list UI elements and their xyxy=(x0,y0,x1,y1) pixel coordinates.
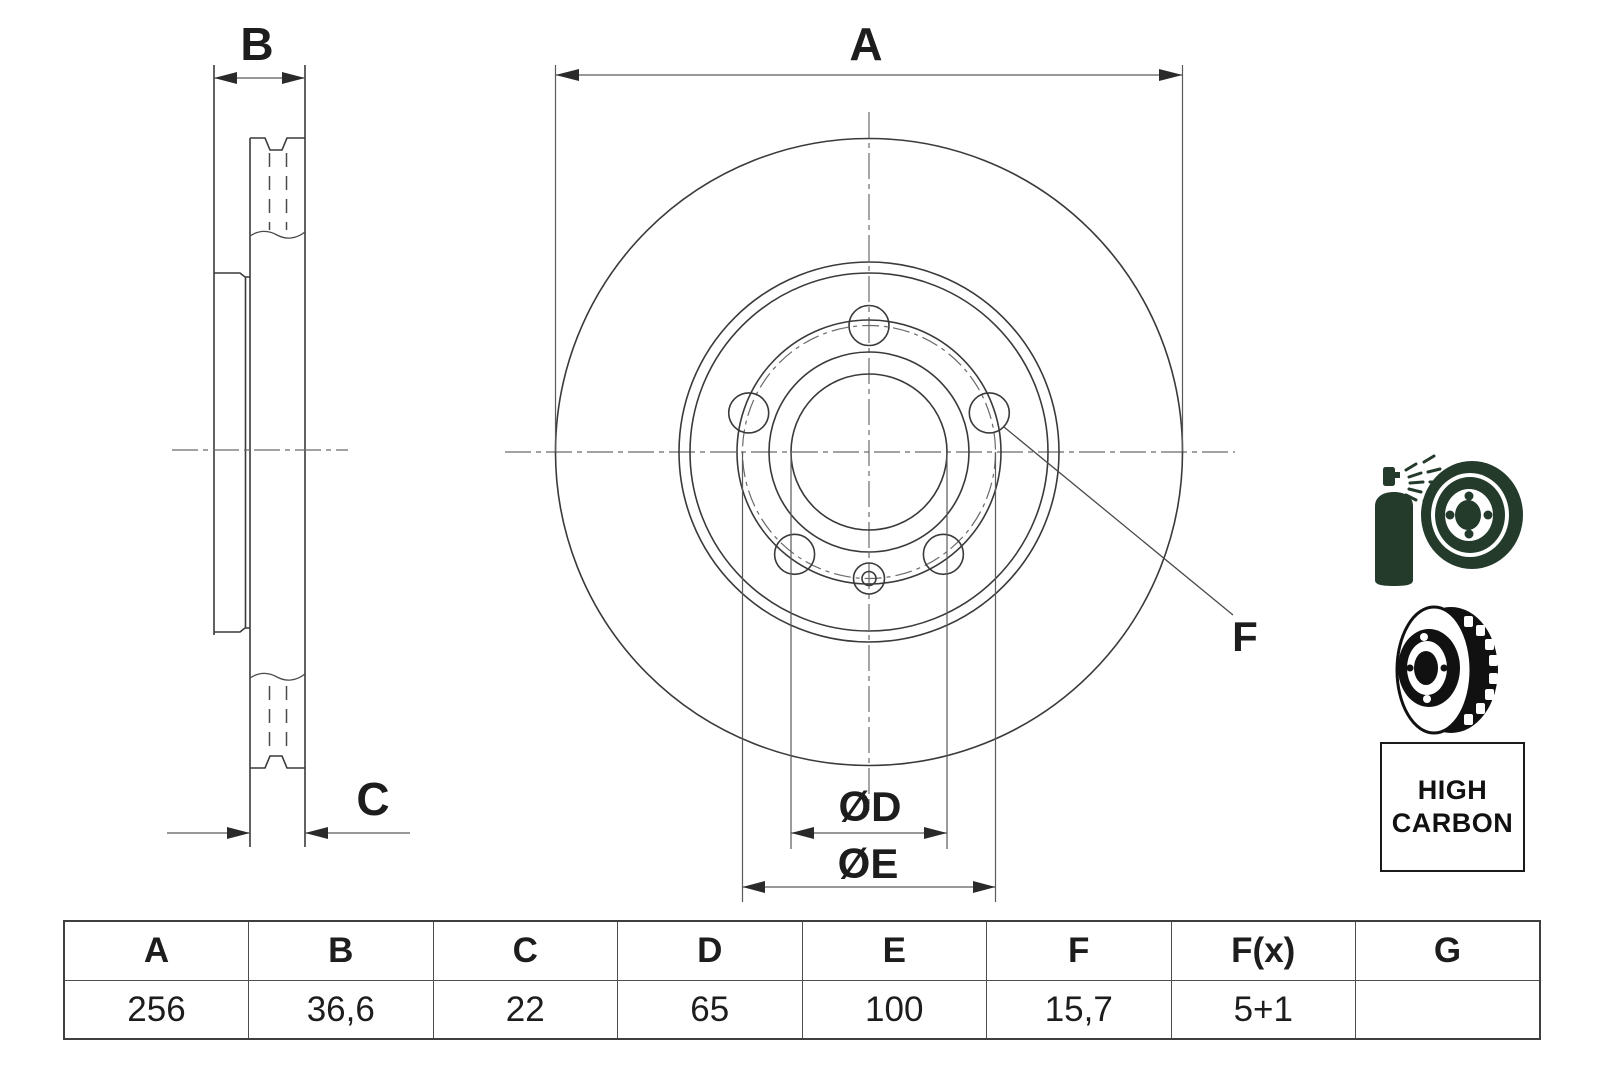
high-carbon-line2: CARBON xyxy=(1391,808,1514,838)
spec-col-d: D xyxy=(617,920,803,981)
spec-value-d: 65 xyxy=(617,980,803,1040)
dim-label-od: ØD xyxy=(839,783,902,830)
dimension-a: A xyxy=(554,18,1184,452)
spec-col-e: E xyxy=(801,920,987,981)
dim-label-f: F xyxy=(1232,613,1258,660)
spec-value-c: 22 xyxy=(432,980,618,1040)
side-view-section xyxy=(172,65,348,847)
dimension-b: B xyxy=(214,18,305,84)
dimension-e: ØE xyxy=(741,452,997,902)
high-carbon-badge: HIGH CARBON xyxy=(1380,742,1525,872)
spec-table: A B C D E F F(x) G 256 36,6 22 65 100 15… xyxy=(63,920,1541,1040)
front-view xyxy=(505,112,1235,810)
dim-label-a: A xyxy=(849,18,882,70)
spec-table-header-row: A B C D E F F(x) G xyxy=(63,920,1541,981)
high-carbon-line1: HIGH xyxy=(1417,775,1488,806)
spec-col-b: B xyxy=(248,920,434,981)
dim-label-oe: ØE xyxy=(838,840,899,887)
spec-value-b: 36,6 xyxy=(248,980,434,1040)
spec-col-f: F xyxy=(986,920,1172,981)
vented-brake-disc-icon xyxy=(1395,605,1498,735)
spec-value-g xyxy=(1355,980,1541,1040)
leader-f: F xyxy=(1003,426,1258,660)
spec-value-a: 256 xyxy=(63,980,249,1040)
dim-label-c: C xyxy=(356,773,389,825)
spec-value-f: 15,7 xyxy=(986,980,1172,1040)
dimension-c: C xyxy=(167,773,410,839)
dim-label-b: B xyxy=(240,18,273,70)
dimension-d: ØD xyxy=(790,452,948,849)
spray-can-coating-icon xyxy=(1375,454,1523,586)
spec-value-fx: 5+1 xyxy=(1170,980,1356,1040)
spec-col-fx: F(x) xyxy=(1170,920,1356,981)
spec-col-c: C xyxy=(432,920,618,981)
spec-table-value-row: 256 36,6 22 65 100 15,7 5+1 xyxy=(63,980,1541,1040)
spec-value-e: 100 xyxy=(801,980,987,1040)
spec-col-a: A xyxy=(63,920,249,981)
spec-col-g: G xyxy=(1355,920,1541,981)
